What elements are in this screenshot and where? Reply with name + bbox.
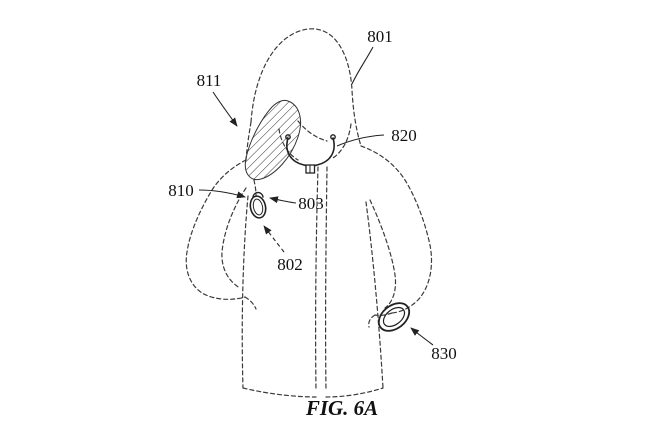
ref-label-802: 802 [277, 255, 303, 274]
person-outline [185, 28, 433, 398]
hatched-region [244, 99, 302, 181]
leader-lines [198, 46, 434, 346]
wrist-ring-device [377, 302, 411, 332]
leader-line-811 [212, 91, 238, 127]
ref-label-820: 820 [391, 126, 417, 145]
zipper-line-right [324, 166, 328, 391]
wrist-ring-outer [377, 302, 411, 332]
left-torso-edge [241, 195, 249, 389]
shoulder-seam [253, 179, 257, 196]
collar-device-right-tip [330, 134, 336, 140]
ref-label-830: 830 [431, 344, 457, 363]
figure-caption: FIG. 6A [305, 396, 378, 420]
collar-device-left-tip [285, 134, 291, 140]
left-arm-outer [185, 159, 247, 300]
leader-line-801 [351, 46, 374, 85]
right-hand-hip [368, 312, 393, 328]
right-torso-edge [365, 201, 384, 389]
right-arm-inner [369, 199, 397, 309]
leader-line-803 [269, 196, 297, 204]
leader-line-820 [336, 134, 385, 147]
leader-line-802 [263, 225, 285, 253]
leader-line-830 [410, 327, 434, 346]
hood-outline [250, 28, 362, 147]
ref-label-803: 803 [298, 194, 324, 213]
collar-right-edge [332, 123, 352, 159]
wrist-ring-inner [382, 306, 406, 328]
hood-inner-fold [297, 120, 328, 142]
shoulder-ring-inner [252, 198, 264, 216]
ref-label-811: 811 [197, 71, 222, 90]
leader-line-810 [198, 189, 246, 199]
left-arm-inner [221, 187, 247, 289]
right-arm-outer [360, 145, 433, 314]
shoulder-ring-device [249, 191, 267, 219]
collar-device [285, 134, 336, 174]
shoulder-ring-outer [249, 195, 267, 219]
ref-label-810: 810 [168, 181, 194, 200]
ref-label-801: 801 [367, 27, 393, 46]
shoulder-ring-clip [252, 191, 264, 198]
zipper-line-left [315, 166, 319, 391]
reference-labels: 801 811 820 810 803 802 830 [168, 27, 457, 363]
bottom-hem [242, 387, 384, 398]
left-hand-hip [244, 296, 257, 310]
